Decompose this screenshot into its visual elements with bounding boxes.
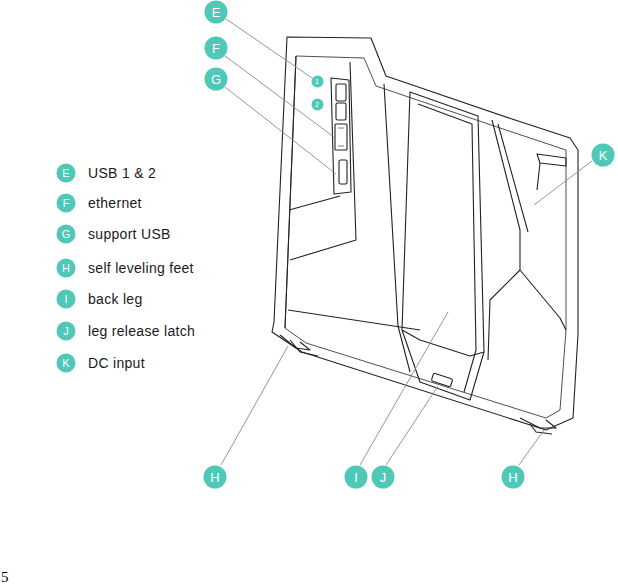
legend-text: ethernet <box>88 196 142 210</box>
callout-circle: H <box>56 258 76 278</box>
device-body <box>272 37 578 434</box>
legend-text: back leg <box>88 292 143 306</box>
legend-text: self leveling feet <box>88 261 194 275</box>
callout-letter: 2 <box>315 101 319 108</box>
callout-circle-fill <box>205 1 228 24</box>
callout-circle: K <box>56 353 76 373</box>
callout-circle-fill <box>57 225 76 244</box>
callout-circle: F <box>56 193 76 213</box>
callout-circle-fill <box>57 322 76 341</box>
callout-letter: H <box>62 263 70 274</box>
legend-text: DC input <box>88 356 145 370</box>
callout-circle-fill <box>57 164 76 183</box>
callout-circle-fill <box>502 466 525 489</box>
callout-circle-fill <box>311 98 323 110</box>
callout-circle: H <box>501 465 525 489</box>
callout-circle: E <box>204 0 228 24</box>
callout-circle: 2 <box>311 98 324 111</box>
legend-text: leg release latch <box>88 324 195 338</box>
callout-circle-fill <box>205 68 228 91</box>
callout-letter: F <box>63 198 70 209</box>
callout-circle-fill <box>57 290 76 309</box>
callout-letter: J <box>63 326 69 337</box>
callout-letter: 1 <box>315 78 319 85</box>
callout-circle-fill <box>57 194 76 213</box>
legend-text: USB 1 & 2 <box>88 166 156 180</box>
callout-circle: G <box>56 224 76 244</box>
callout-circle: I <box>56 289 76 309</box>
callout-letter: H <box>210 471 219 484</box>
callout-letter: K <box>599 149 608 162</box>
callout-circle: H <box>203 465 227 489</box>
callout-circle: F <box>204 36 228 60</box>
callout-circle: J <box>371 465 395 489</box>
callout-circle: K <box>591 143 615 167</box>
callout-circle-fill <box>205 37 228 60</box>
callout-letter: F <box>212 42 220 55</box>
callout-circle-fill <box>592 144 615 167</box>
callout-circle: I <box>344 465 368 489</box>
callout-circle-fill <box>345 466 368 489</box>
leader-lines <box>221 19 592 465</box>
callout-circle-fill <box>311 75 323 87</box>
callout-letter: K <box>62 358 69 369</box>
callout-letter: H <box>508 471 517 484</box>
callout-letter: G <box>62 229 71 240</box>
callout-letter: I <box>354 471 358 484</box>
callout-circle: E <box>56 163 76 183</box>
callout-circle-fill <box>57 354 76 373</box>
callout-circle-fill <box>204 466 227 489</box>
legend-text: support USB <box>88 227 171 241</box>
callout-circle: J <box>56 321 76 341</box>
callout-circle-fill <box>372 466 395 489</box>
callout-circle: 1 <box>311 75 324 88</box>
callout-letter: E <box>212 6 221 19</box>
callout-circle-fill <box>57 259 76 278</box>
page-number: 5 <box>1 570 9 585</box>
callout-letter: E <box>62 168 69 179</box>
callout-letter: I <box>64 294 67 305</box>
callout-letter: J <box>380 471 387 484</box>
callout-letter: G <box>211 73 221 86</box>
callout-circle: G <box>204 67 228 91</box>
